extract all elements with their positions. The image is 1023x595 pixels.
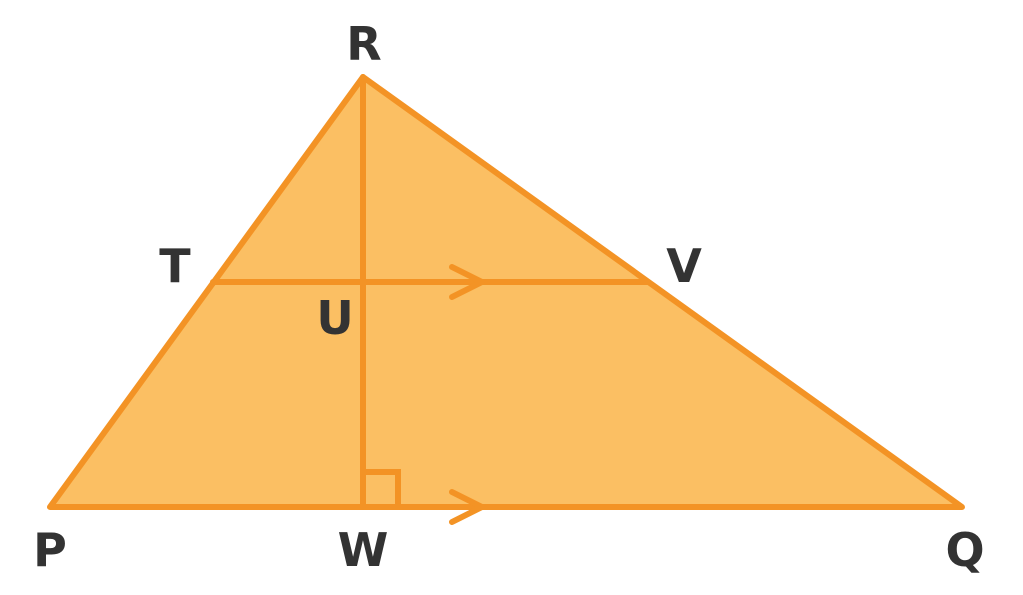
label-t: T xyxy=(159,239,191,293)
parallel-arrow-icon-tv xyxy=(449,264,485,300)
parallel-arrow-icon-pq xyxy=(449,489,485,525)
label-v: V xyxy=(666,239,702,293)
label-r: R xyxy=(346,17,381,71)
label-q: Q xyxy=(945,523,984,577)
right-angle-icon xyxy=(363,469,401,507)
label-p: P xyxy=(33,523,67,577)
label-u: U xyxy=(316,291,353,345)
label-w: W xyxy=(338,523,389,577)
triangle-pqr xyxy=(47,74,965,510)
